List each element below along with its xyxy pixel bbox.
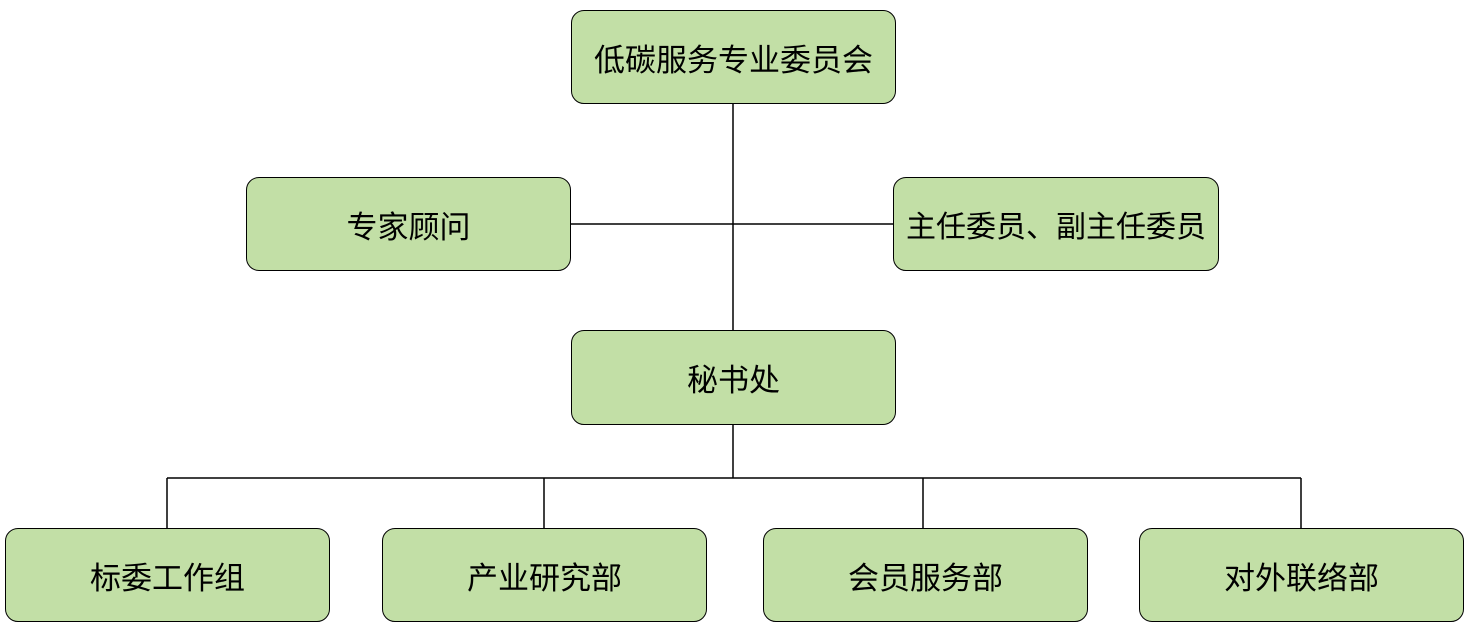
node-department: 标委工作组 [5, 528, 330, 622]
node-committee: 低碳服务专业委员会 [571, 10, 896, 104]
node-expert-advisors-label: 专家顾问 [346, 209, 471, 246]
node-department: 会员服务部 [763, 528, 1088, 622]
node-department-label: 对外联络部 [1224, 560, 1379, 597]
node-department-label: 会员服务部 [848, 560, 1003, 597]
node-department-label: 标委工作组 [90, 560, 245, 597]
node-expert-advisors: 专家顾问 [246, 177, 571, 271]
node-chair-vice-chair-label: 主任委员、副主任委员 [906, 210, 1206, 245]
node-chair-vice-chair: 主任委员、副主任委员 [893, 177, 1219, 271]
node-secretariat-label: 秘书处 [687, 363, 780, 399]
node-secretariat: 秘书处 [571, 330, 896, 425]
node-committee-label: 低碳服务专业委员会 [594, 42, 873, 79]
node-department: 对外联络部 [1139, 528, 1464, 622]
node-department: 产业研究部 [382, 528, 707, 622]
node-department-label: 产业研究部 [467, 560, 622, 597]
